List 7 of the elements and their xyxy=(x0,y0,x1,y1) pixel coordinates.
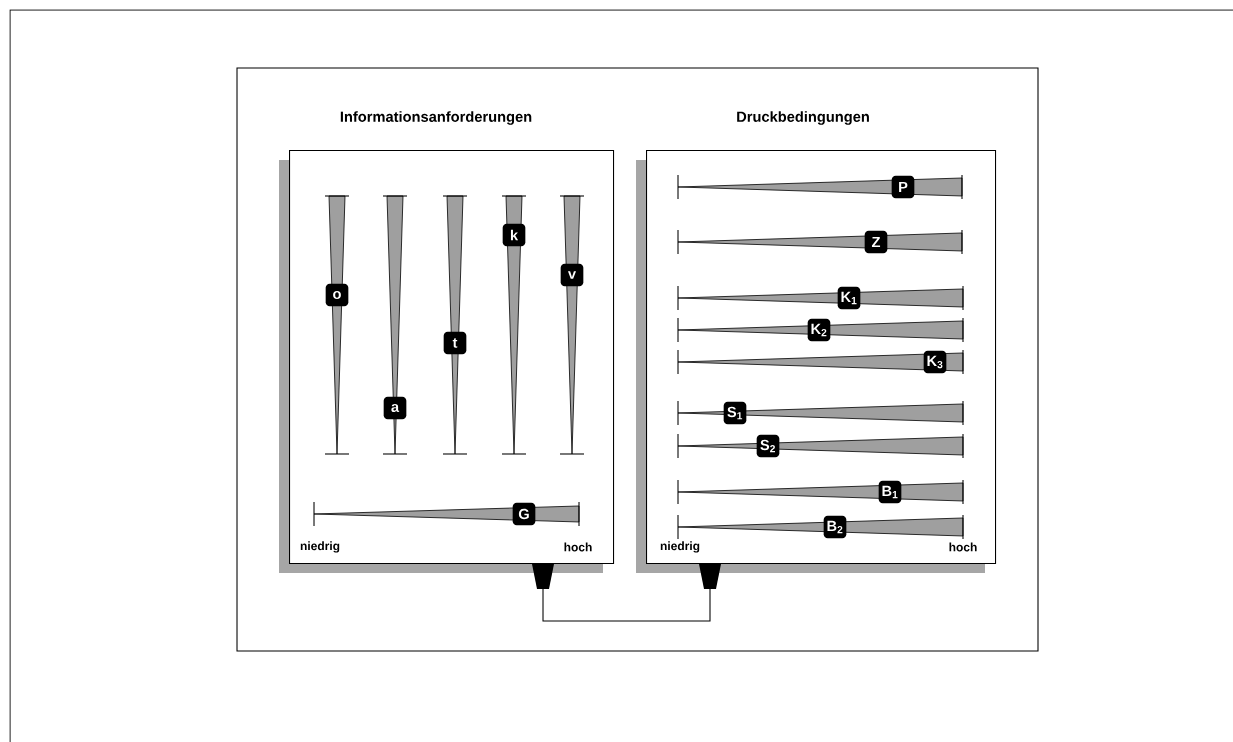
connector xyxy=(532,564,721,622)
scale-label: niedrig xyxy=(300,541,340,553)
scale-label: hoch xyxy=(949,542,977,552)
scale-label: niedrig xyxy=(660,541,700,553)
node-label: Informationsanforderungen xyxy=(340,111,532,125)
scale-label: hoch xyxy=(564,542,592,552)
node-label: Druckbedingungen xyxy=(737,111,869,125)
